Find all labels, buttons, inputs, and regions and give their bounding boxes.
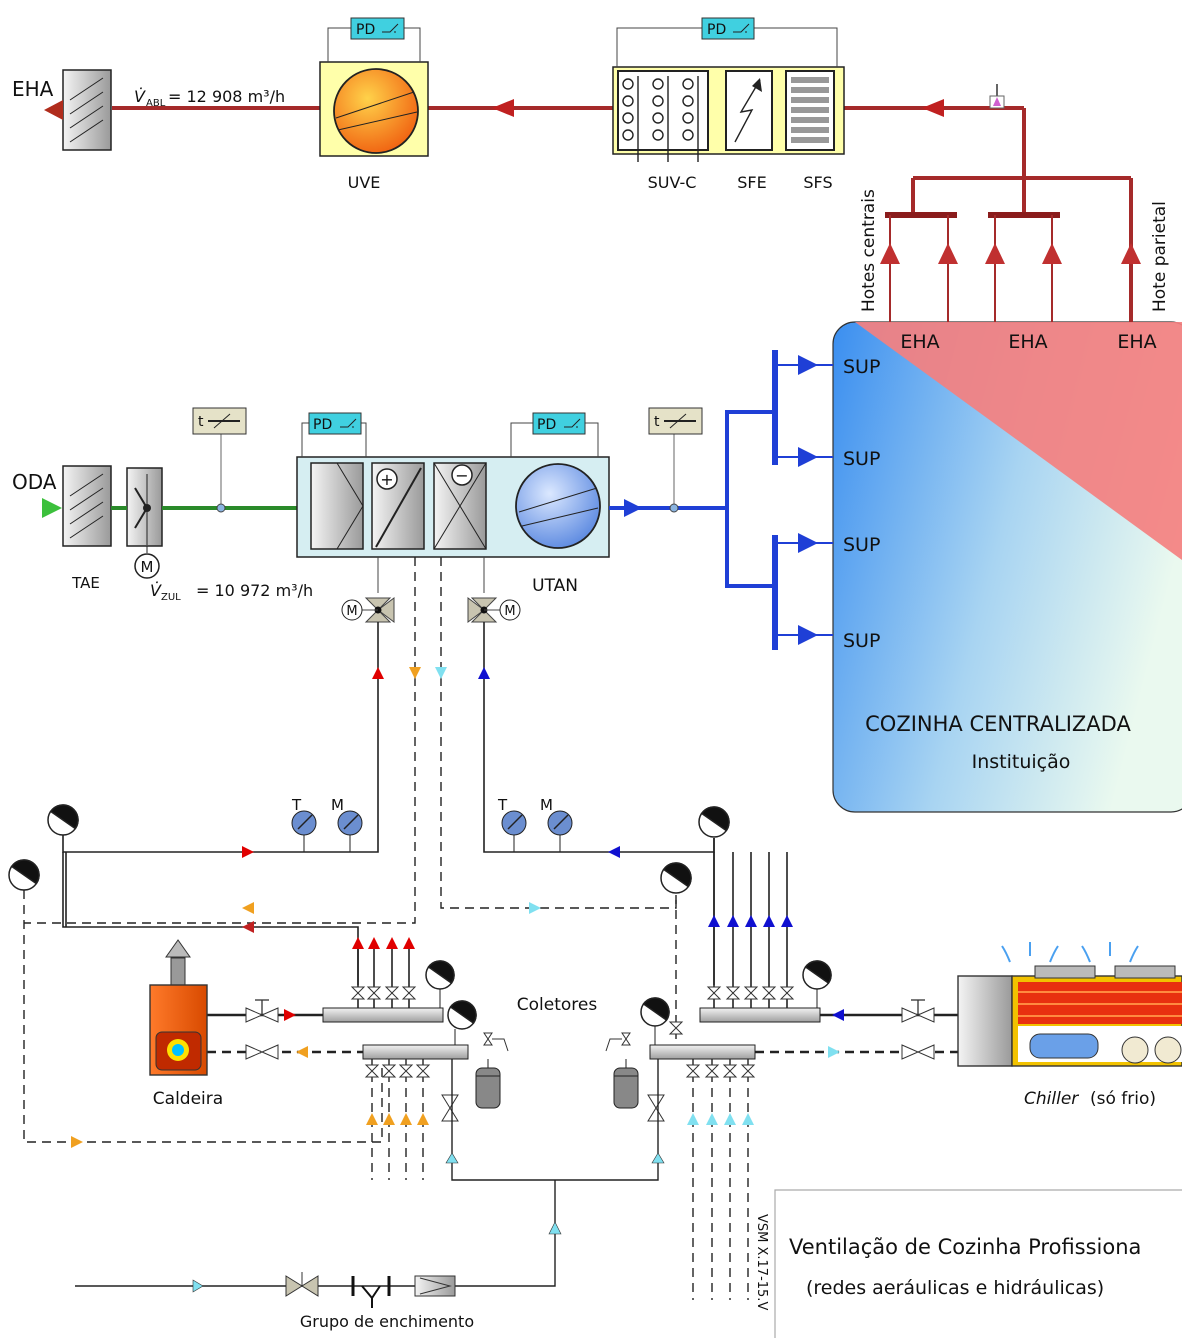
filter-label-sfe: SFE bbox=[737, 173, 766, 192]
kitchen-eha-3: EHA bbox=[1117, 331, 1156, 353]
temp-sensor-label-1: t bbox=[198, 414, 204, 430]
eha-outlet-arrow bbox=[44, 100, 63, 120]
hood-central-label: Hotes centrais bbox=[859, 189, 879, 312]
eha-outlet-grille bbox=[62, 69, 112, 151]
exhaust-flow-subscript: ABL bbox=[146, 98, 166, 109]
hot-water-distribution-pipes bbox=[357, 940, 424, 1180]
fill-group-arrows bbox=[192, 1152, 665, 1293]
chiller-label: Chiller bbox=[1024, 1089, 1079, 1109]
oda-label: ODA bbox=[12, 470, 57, 494]
exhaust-flow-arrow-2 bbox=[922, 99, 944, 117]
collectors-label: Coletores bbox=[517, 995, 598, 1015]
title-block-code: VSM X.17-15.V bbox=[754, 1214, 769, 1310]
gauge-label-t-cool: T bbox=[497, 796, 508, 814]
heating-collectors bbox=[322, 989, 469, 1060]
heating-valve-motor: M bbox=[346, 604, 357, 619]
temp-sensor-supply: t bbox=[648, 407, 703, 513]
heating-3way-valve: M bbox=[341, 557, 395, 623]
pd-filter-label: PD bbox=[707, 22, 726, 38]
damper-motor-label: M bbox=[141, 558, 154, 576]
exhaust-flow-symbol: V̇ bbox=[134, 87, 146, 106]
title-block-title: Ventilação de Cozinha Profissiona bbox=[789, 1235, 1141, 1259]
chiller bbox=[957, 942, 1182, 1067]
isolation-valves bbox=[245, 986, 935, 1122]
exhaust-flow-label: V̇ ABL = 12 908 m³/h bbox=[134, 87, 285, 109]
kitchen-sup-2: SUP bbox=[843, 448, 880, 470]
cooling-collectors bbox=[649, 989, 821, 1060]
chiller-note: (só frio) bbox=[1090, 1089, 1156, 1109]
tae-label: TAE bbox=[71, 574, 100, 592]
kitchen-room: COZINHA CENTRALIZADA Instituição EHA EHA… bbox=[832, 321, 1182, 813]
expansion-vessel-cooling bbox=[605, 1032, 659, 1160]
pd-sensor-uve: PD bbox=[327, 17, 421, 62]
gauge-label-m-heat: M bbox=[331, 796, 344, 814]
utan-label: UTAN bbox=[532, 576, 578, 596]
oda-intake-grille bbox=[62, 465, 112, 547]
supply-arrows bbox=[624, 355, 818, 645]
pd-supply-label-1: PD bbox=[313, 417, 332, 433]
filter-unit bbox=[612, 66, 845, 162]
hydraulic-flow-arrows bbox=[71, 667, 844, 1148]
exhaust-flow-arrow bbox=[492, 99, 514, 117]
supply-flow-symbol: V̇ bbox=[150, 581, 162, 600]
eha-outlet-label: EHA bbox=[12, 77, 54, 101]
pd-sensor-filter-supply: PD bbox=[301, 412, 367, 457]
filter-label-suvc: SUV-C bbox=[648, 173, 697, 192]
supply-flow-subscript: ZUL bbox=[161, 592, 181, 603]
boiler bbox=[149, 939, 208, 1076]
exhaust-damper-sensor bbox=[989, 84, 1005, 109]
cooling-3way-valve: M bbox=[467, 557, 521, 623]
filter-label-sfs: SFS bbox=[803, 173, 832, 192]
temp-sensor-label-2: t bbox=[654, 414, 660, 430]
kitchen-sup-3: SUP bbox=[843, 534, 880, 556]
exhaust-hood-network bbox=[885, 108, 1133, 322]
pd-sensor-fan-supply: PD bbox=[510, 412, 599, 457]
expansion-vessel-heating bbox=[451, 1032, 509, 1160]
title-block-subtitle: (redes aeráulicas e hidráulicas) bbox=[806, 1277, 1104, 1299]
chiller-label-group: Chiller (só frio) bbox=[1024, 1089, 1156, 1109]
fill-group-components bbox=[285, 1272, 456, 1308]
fill-group-piping bbox=[75, 1160, 659, 1287]
gauge-label-m-cool: M bbox=[540, 796, 553, 814]
uve-exhaust-fan-unit bbox=[319, 61, 429, 157]
kitchen-subtitle: Instituição bbox=[972, 751, 1071, 773]
supply-duct bbox=[609, 350, 833, 650]
oda-inlet-arrow bbox=[42, 498, 62, 518]
temp-sensor-oda: t bbox=[192, 407, 247, 513]
pd-supply-label-2: PD bbox=[537, 417, 556, 433]
cooling-valve-motor: M bbox=[504, 604, 515, 619]
kitchen-eha-2: EHA bbox=[1008, 331, 1047, 353]
gauge-label-t-heat: T bbox=[291, 796, 302, 814]
utan-air-handling-unit bbox=[296, 456, 610, 558]
title-block: Ventilação de Cozinha Profissiona (redes… bbox=[754, 1189, 1182, 1338]
pd-uve-label: PD bbox=[356, 22, 375, 38]
hot-water-circuit bbox=[23, 557, 416, 1143]
hood-wall-label: Hote parietal bbox=[1150, 201, 1170, 312]
supply-flow-value: = 10 972 m³/h bbox=[196, 581, 313, 600]
cooling-coil-sign: − bbox=[455, 466, 468, 485]
supply-flow-label: V̇ ZUL = 10 972 m³/h bbox=[150, 581, 313, 603]
hood-arrows bbox=[880, 243, 1141, 264]
kitchen-title: COZINHA CENTRALIZADA bbox=[865, 712, 1131, 736]
chilled-water-distribution-pipes bbox=[692, 852, 788, 1300]
boiler-label: Caldeira bbox=[153, 1089, 223, 1109]
uve-label: UVE bbox=[348, 173, 381, 192]
kitchen-sup-1: SUP bbox=[843, 356, 880, 378]
fill-group-label: Grupo de enchimento bbox=[300, 1312, 474, 1331]
kitchen-sup-4: SUP bbox=[843, 630, 880, 652]
motorized-damper: M bbox=[126, 467, 163, 579]
kitchen-eha-1: EHA bbox=[900, 331, 939, 353]
pd-sensor-filter: PD bbox=[616, 17, 838, 67]
gauges: T M T M bbox=[291, 796, 573, 852]
heating-coil-sign: + bbox=[380, 470, 393, 489]
pumps bbox=[8, 804, 832, 1030]
exhaust-flow-value: = 12 908 m³/h bbox=[168, 87, 285, 106]
